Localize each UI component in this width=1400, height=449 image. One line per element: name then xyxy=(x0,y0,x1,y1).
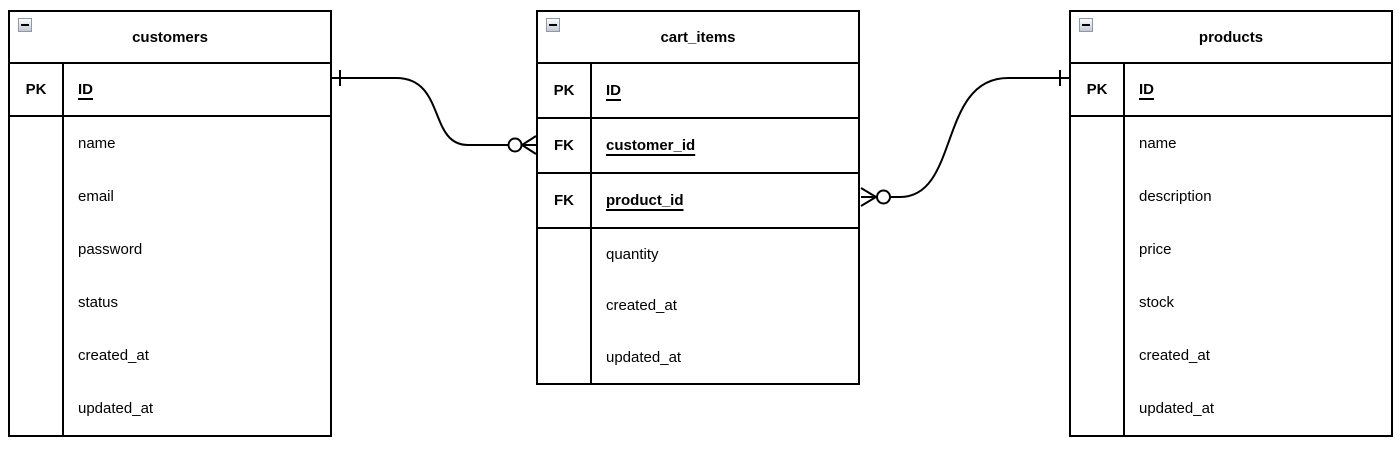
key-field-label: product_id xyxy=(606,192,684,209)
key-field-label: ID xyxy=(78,81,93,98)
table-header: products xyxy=(1071,12,1391,64)
field-list: quantity created_at updated_at xyxy=(592,229,858,383)
field-label: stock xyxy=(1139,294,1175,311)
table-header: cart_items xyxy=(538,12,858,64)
table-body: name description price stock created_at … xyxy=(1071,117,1391,435)
edge-line[interactable] xyxy=(332,77,508,146)
table-body: quantity created_at updated_at xyxy=(538,229,858,383)
field-label: created_at xyxy=(606,297,677,315)
key-field-label: customer_id xyxy=(606,137,696,154)
entity-table-cart-items[interactable]: cart_items PK ID FK customer_id FK produ… xyxy=(536,10,860,385)
collapse-toggle-icon[interactable] xyxy=(1079,18,1093,32)
table-row[interactable]: created_at xyxy=(592,280,858,331)
field-label: name xyxy=(1139,135,1177,152)
table-row[interactable]: updated_at xyxy=(64,382,330,435)
relationship-customers-cart-items[interactable] xyxy=(332,70,537,155)
key-type-label: PK xyxy=(10,64,64,115)
key-field-label: ID xyxy=(606,82,621,99)
table-row[interactable]: password xyxy=(64,223,330,276)
field-label: email xyxy=(78,188,114,205)
table-header: customers xyxy=(10,12,330,64)
table-body: name email password status created_at up… xyxy=(10,117,330,435)
table-row[interactable]: PK ID xyxy=(538,64,858,119)
table-row[interactable]: updated_at xyxy=(592,332,858,383)
field-label: price xyxy=(1139,241,1172,258)
key-gutter xyxy=(10,117,64,435)
table-row[interactable]: description xyxy=(1125,170,1391,223)
field-label: updated_at xyxy=(78,400,154,417)
table-row[interactable]: email xyxy=(64,170,330,223)
table-row[interactable]: name xyxy=(64,117,330,170)
field-label: updated_at xyxy=(606,348,682,366)
key-type-label: PK xyxy=(1071,64,1125,115)
cardinality-zero-or-many-icon xyxy=(860,187,891,207)
collapse-toggle-icon[interactable] xyxy=(546,18,560,32)
edge-line[interactable] xyxy=(890,77,1069,198)
field-list: name email password status created_at up… xyxy=(64,117,330,435)
entity-table-customers[interactable]: customers PK ID name email password stat… xyxy=(8,10,332,437)
table-row[interactable]: created_at xyxy=(1125,329,1391,382)
table-title: products xyxy=(1198,28,1264,46)
table-title: cart_items xyxy=(660,28,736,46)
table-row[interactable]: PK ID xyxy=(10,64,330,117)
field-label: password xyxy=(78,241,143,258)
key-type-label: PK xyxy=(538,64,592,117)
table-row[interactable]: quantity xyxy=(592,229,858,280)
collapse-toggle-icon[interactable] xyxy=(18,18,32,32)
field-label: quantity xyxy=(606,246,659,264)
minus-icon xyxy=(549,24,557,26)
table-row[interactable]: FK customer_id xyxy=(538,119,858,174)
key-type-label: FK xyxy=(538,174,592,227)
field-label: created_at xyxy=(78,347,149,364)
minus-icon xyxy=(1082,24,1090,26)
entity-table-products[interactable]: products PK ID name description price st… xyxy=(1069,10,1393,437)
field-list: name description price stock created_at … xyxy=(1125,117,1391,435)
field-label: updated_at xyxy=(1139,400,1215,417)
table-row[interactable]: FK product_id xyxy=(538,174,858,229)
key-type-label: FK xyxy=(538,119,592,172)
key-field-label: ID xyxy=(1139,81,1154,98)
table-title: customers xyxy=(132,28,208,46)
field-label: description xyxy=(1139,188,1212,205)
table-row[interactable]: PK ID xyxy=(1071,64,1391,117)
table-row[interactable]: created_at xyxy=(64,329,330,382)
key-gutter xyxy=(538,229,592,383)
table-row[interactable]: updated_at xyxy=(1125,382,1391,435)
field-label: status xyxy=(78,294,119,311)
field-label: created_at xyxy=(1139,347,1210,364)
table-row[interactable]: status xyxy=(64,276,330,329)
table-row[interactable]: price xyxy=(1125,223,1391,276)
cardinality-zero-or-many-icon xyxy=(507,135,537,155)
minus-icon xyxy=(21,24,29,26)
table-row[interactable]: stock xyxy=(1125,276,1391,329)
key-gutter xyxy=(1071,117,1125,435)
field-label: name xyxy=(78,135,116,152)
relationship-products-cart-items[interactable] xyxy=(860,70,1069,207)
table-row[interactable]: name xyxy=(1125,117,1391,170)
